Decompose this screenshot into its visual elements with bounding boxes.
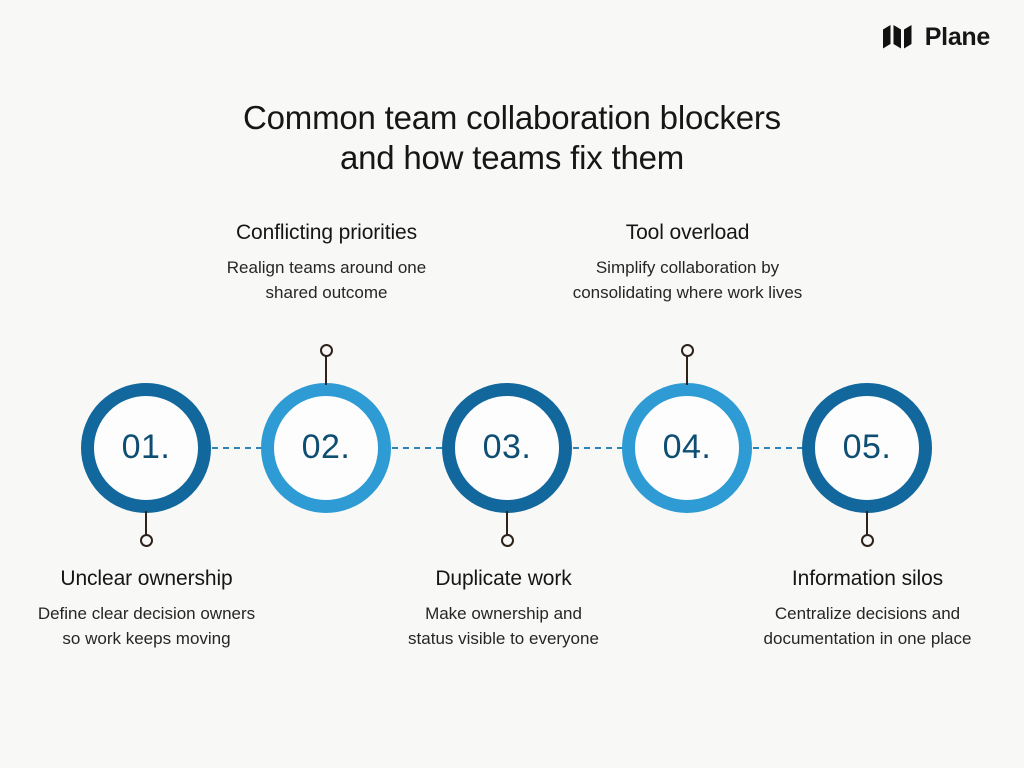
caption-body-05: Centralize decisions and documentation i… [721, 602, 1014, 651]
timeline-node-04[interactable]: 04. [622, 383, 752, 513]
caption-body-01: Define clear decision owners so work kee… [5, 602, 288, 651]
timeline-node-01[interactable]: 01. [81, 383, 211, 513]
caption-heading-03: Duplicate work [435, 567, 572, 590]
caption-heading-02: Conflicting priorities [235, 221, 418, 244]
caption-05: Information silos Centralize decisions a… [721, 566, 1014, 652]
connector-1-2 [212, 447, 262, 449]
node-number-01: 01. [121, 427, 171, 466]
node-stem-05 [866, 511, 868, 541]
node-stem-01 [145, 511, 147, 541]
page-title: Common team collaboration blockers and h… [0, 98, 1024, 179]
page-title-line-2: and how teams fix them [339, 139, 685, 177]
caption-heading-05: Information silos [791, 567, 944, 590]
caption-body-03: Make ownership and status visible to eve… [362, 602, 645, 651]
node-marker-05 [861, 534, 874, 547]
node-marker-02 [320, 344, 333, 357]
node-marker-04 [681, 344, 694, 357]
caption-body-02-line-1: Realign teams around one [226, 258, 427, 278]
caption-body-03-line-1: Make ownership and [425, 604, 582, 624]
caption-heading-04: Tool overload [625, 221, 750, 244]
caption-body-05-line-2: documentation in one place [763, 628, 972, 648]
node-ring-04 [622, 383, 752, 513]
caption-body-02: Realign teams around one shared outcome [185, 256, 468, 305]
connector-2-3 [392, 447, 442, 449]
caption-body-02-line-2: shared outcome [265, 282, 388, 302]
connector-4-5 [753, 447, 803, 449]
node-number-05: 05. [842, 427, 892, 466]
plane-logo-icon [882, 25, 912, 49]
caption-body-01-line-2: so work keeps moving [62, 628, 231, 648]
timeline-node-02[interactable]: 02. [261, 383, 391, 513]
node-stem-03 [506, 511, 508, 541]
connector-3-4 [573, 447, 623, 449]
node-marker-01 [140, 534, 153, 547]
brand-logo: Plane [882, 22, 990, 52]
caption-body-03-line-2: status visible to everyone [408, 628, 599, 648]
caption-02: Conflicting priorities Realign teams aro… [185, 220, 468, 306]
node-stem-04 [686, 355, 688, 385]
caption-body-04-line-2: consolidating where work lives [572, 282, 803, 302]
caption-body-04-line-1: Simplify collaboration by [595, 258, 780, 278]
node-number-03: 03. [482, 427, 532, 466]
caption-body-01-line-1: Define clear decision owners [37, 604, 256, 624]
node-marker-03 [501, 534, 514, 547]
caption-heading-01: Unclear ownership [60, 567, 233, 590]
node-number-04: 04. [662, 427, 712, 466]
node-stem-02 [325, 355, 327, 385]
brand-name: Plane [924, 22, 991, 51]
caption-01: Unclear ownership Define clear decision … [5, 566, 288, 652]
timeline-node-03[interactable]: 03. [442, 383, 572, 513]
caption-body-04: Simplify collaboration by consolidating … [541, 256, 834, 305]
caption-body-05-line-1: Centralize decisions and [774, 604, 961, 624]
page-title-line-1: Common team collaboration blockers [243, 99, 781, 137]
caption-03: Duplicate work Make ownership and status… [362, 566, 645, 652]
caption-04: Tool overload Simplify collaboration by … [541, 220, 834, 306]
node-number-02: 02. [301, 427, 351, 466]
timeline-node-05[interactable]: 05. [802, 383, 932, 513]
